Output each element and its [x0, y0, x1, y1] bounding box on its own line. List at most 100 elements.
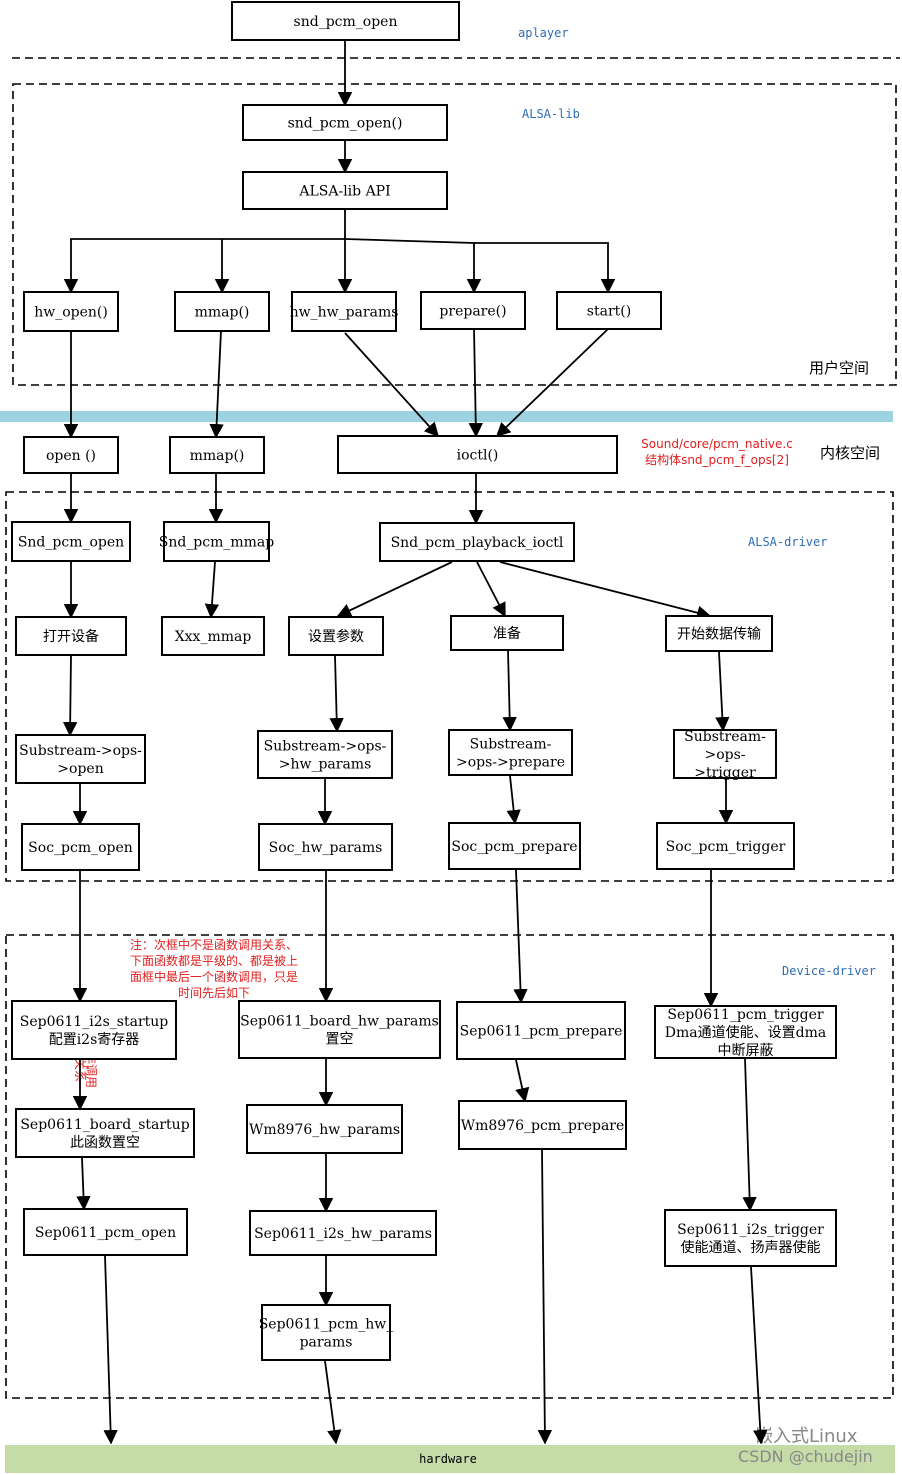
node-label: Xxx_mmap — [175, 629, 252, 645]
flow-arrow — [537, 1149, 553, 1445]
node-i2s-hw-params-sep: Sep0611_i2s_hw_params — [249, 1210, 437, 1256]
svg-text:下面函数都是平级的、都是被上: 下面函数都是平级的、都是被上 — [130, 953, 298, 968]
node-ioctl: ioctl() — [337, 435, 618, 474]
node-mmap-user: mmap() — [174, 291, 270, 332]
user-space-frame — [12, 83, 897, 386]
node-label: 此函数置空 — [70, 1135, 140, 1151]
node-label: prepare() — [439, 304, 506, 320]
flow-arrow — [476, 561, 506, 618]
node-label: 设置参数 — [308, 628, 364, 645]
node-label: 准备 — [493, 625, 521, 642]
node-label: ioctl() — [457, 448, 499, 464]
node-ops-hw-params: Substream->ops->hw_params — [257, 730, 393, 779]
node-mmap-kernel: mmap() — [169, 436, 265, 474]
node-label: snd_pcm_open() — [288, 116, 403, 132]
flow-arrow — [63, 209, 346, 294]
node-snd-pcm-playback-ioctl: Snd_pcm_playback_ioctl — [379, 522, 575, 562]
flow-arrow — [474, 242, 616, 294]
node-label: 配置i2s寄存器 — [49, 1031, 140, 1048]
node-prepare-user: prepare() — [420, 291, 526, 330]
flow-arrow — [495, 328, 609, 437]
node-label: Wm8976_pcm_prepare — [461, 1118, 625, 1134]
node-label: Snd_pcm_open — [18, 535, 124, 551]
node-label: 置空 — [326, 1032, 354, 1048]
node-label: 打开设备 — [43, 628, 99, 645]
node-start-user: start() — [556, 291, 662, 330]
svg-text:非调用: 非调用 — [84, 1052, 98, 1088]
node-label: >ops->prepare — [456, 755, 565, 771]
node-label: 开始数据传输 — [677, 627, 761, 643]
source-file-label: Sound/core/pcm_native.c — [641, 437, 793, 451]
node-hw-open: hw_open() — [23, 291, 119, 332]
node-label: Soc_pcm_open — [28, 840, 133, 856]
node-label: Wm8976_hw_params — [249, 1122, 400, 1138]
node-label: Sep0611_pcm_open — [35, 1225, 176, 1241]
node-label: Snd_pcm_playback_ioctl — [391, 535, 564, 551]
svg-text:注：次框中不是函数调用关系、: 注：次框中不是函数调用关系、 — [130, 937, 298, 952]
node-label: Sep0611_board_hw_params — [240, 1014, 439, 1030]
node-soc-hw-params: Soc_hw_params — [258, 823, 393, 871]
node-set-params: 设置参数 — [288, 616, 384, 656]
node-label: Sep0611_pcm_trigger — [667, 1007, 824, 1023]
node-prepare-cn: 准备 — [450, 615, 564, 651]
node-label: snd_pcm_open — [294, 14, 398, 30]
node-label: hw_hw_params — [290, 305, 399, 321]
hardware-bar — [5, 1445, 895, 1473]
flow-arrow — [76, 1157, 91, 1211]
device-driver-frame — [5, 934, 894, 1399]
flow-arrow — [344, 238, 482, 294]
flow-arrow — [209, 330, 224, 439]
aplayer-label: aplayer — [518, 26, 569, 40]
node-label: 使能通道、扬声器使能 — [681, 1239, 821, 1256]
node-label: hw_open() — [34, 305, 108, 321]
node-label: Sep0611_pcm_prepare — [460, 1024, 623, 1040]
node-label: Substream- — [684, 729, 766, 745]
node-label: Soc_pcm_trigger — [666, 839, 786, 855]
node-label: Sep0611_i2s_trigger — [677, 1222, 824, 1238]
watermark: 嵌入式Linux CSDN @chudejin — [738, 1426, 873, 1466]
kernel-divider — [0, 411, 893, 422]
node-snd-pcm-mmap: Snd_pcm_mmap — [159, 521, 275, 562]
node-snd-pcm-open: snd_pcm_open — [231, 1, 460, 41]
flow-arrow — [336, 561, 453, 617]
node-label: Sep0611_i2s_hw_params — [254, 1226, 432, 1242]
flow-arrow — [513, 869, 528, 1004]
node-soc-pcm-prepare: Soc_pcm_prepare — [448, 822, 581, 870]
node-label: Soc_hw_params — [269, 840, 383, 856]
alsa-lib-label: ALSA-lib — [522, 107, 580, 121]
flow-arrow — [506, 775, 521, 825]
kernel-space-label: 内核空间 — [820, 444, 880, 462]
node-label: Snd_pcm_mmap — [159, 535, 275, 551]
node-label: 中断屏蔽 — [718, 1043, 774, 1059]
node-snd-pcm-open-drv: Snd_pcm_open — [11, 521, 131, 562]
node-pcm-prepare-sep: Sep0611_pcm_prepare — [456, 1001, 626, 1060]
node-label: Substream->ops- — [19, 743, 142, 759]
node-label: mmap() — [195, 305, 250, 321]
node-alsa-lib-api: ALSA-lib API — [242, 171, 448, 210]
node-label: open () — [46, 448, 96, 464]
node-label: >trigger — [694, 765, 756, 781]
watermark-logo-text: 嵌入式Linux — [755, 1426, 858, 1447]
node-wm-hw-params: Wm8976_hw_params — [246, 1104, 403, 1154]
node-label: Soc_pcm_prepare — [451, 839, 577, 855]
flow-arrow — [344, 332, 439, 438]
device-driver-label: Device-driver — [782, 964, 876, 978]
hardware-label: hardware — [419, 1452, 477, 1466]
node-open-device: 打开设备 — [15, 616, 127, 656]
node-ops-prepare: Substream- >ops->prepare — [448, 729, 573, 776]
node-label: mmap() — [190, 448, 245, 464]
node-hw-hw-params: hw_hw_params — [290, 291, 399, 332]
node-label: Substream- — [470, 737, 552, 753]
node-pcm-open-sep: Sep0611_pcm_open — [23, 1208, 188, 1256]
user-space-label: 用户空间 — [809, 359, 869, 377]
node-snd-pcm-open-lib: snd_pcm_open() — [242, 104, 448, 141]
flow-arrow — [715, 651, 730, 732]
node-board-hw-params: Sep0611_board_hw_params 置空 — [238, 1000, 441, 1059]
flow-arrow — [324, 1360, 342, 1445]
node-label: Substream->ops- — [264, 739, 387, 755]
node-ops-trigger: Substream->ops->trigger — [673, 729, 777, 781]
